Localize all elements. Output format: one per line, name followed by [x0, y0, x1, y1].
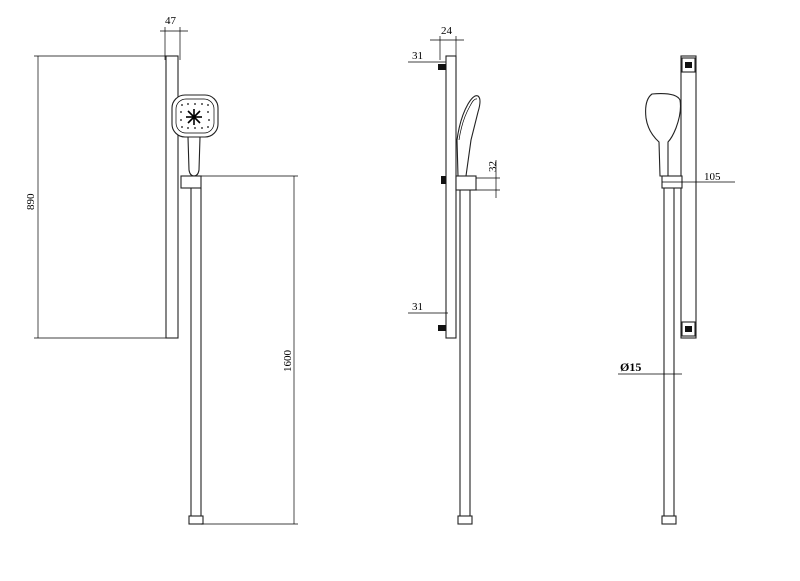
dim-31-bottom: 31 [408, 301, 448, 314]
front-handshower [171, 94, 219, 177]
dim-31-top: 31 [408, 50, 448, 63]
front-view: 890 47 [25, 15, 298, 525]
dim-31-bottom-label: 31 [412, 301, 423, 313]
side-rail [445, 55, 457, 339]
side-bracket-top [438, 64, 446, 70]
dim-890: 890 [25, 55, 166, 339]
dim-1600-label: 1600 [282, 350, 294, 373]
side-holder [455, 175, 477, 191]
side-hose [457, 190, 473, 525]
dim-32-label: 32 [487, 161, 499, 172]
dim-890-label: 890 [25, 193, 37, 210]
back-hose [661, 188, 677, 525]
dim-diameter-15: Ø15 [618, 360, 682, 375]
back-view: 105 Ø15 [618, 55, 735, 525]
dim-47-label: 47 [165, 15, 177, 27]
dim-24: 24 [430, 25, 464, 60]
dim-24-label: 24 [441, 25, 453, 37]
dim-47: 47 [160, 15, 188, 60]
side-view: 24 31 32 31 [408, 25, 500, 525]
front-holder [180, 175, 202, 189]
dim-diameter-15-label: Ø15 [620, 360, 641, 374]
front-hose [188, 188, 204, 525]
dim-105-label: 105 [704, 171, 721, 183]
side-bracket-bottom [438, 325, 446, 331]
back-handshower [645, 93, 682, 177]
back-rail [680, 55, 697, 339]
dim-31-top-label: 31 [412, 50, 423, 62]
dim-105: 105 [662, 171, 735, 183]
side-handshower [456, 95, 481, 177]
dim-1600: 1600 [201, 175, 298, 525]
dim-32: 32 [476, 160, 500, 198]
